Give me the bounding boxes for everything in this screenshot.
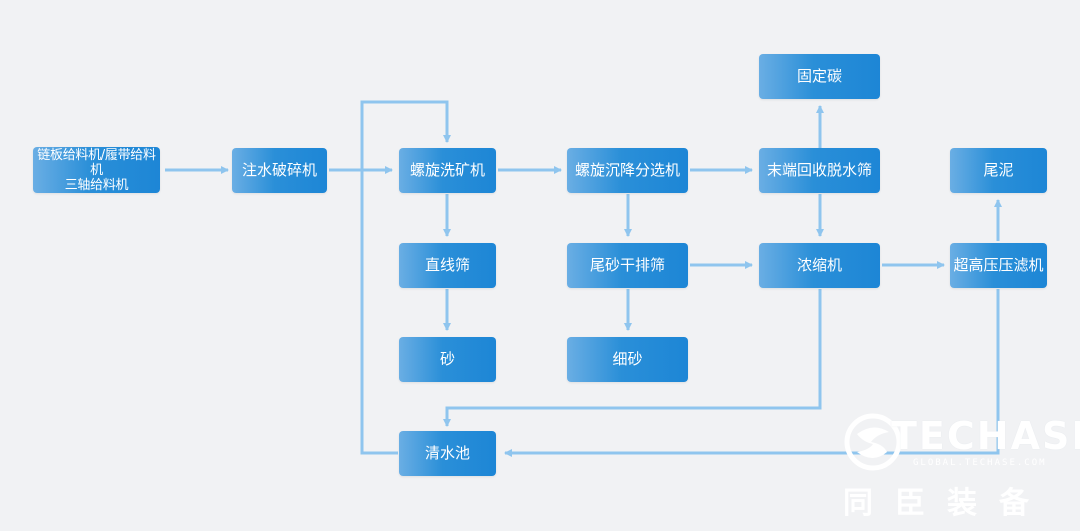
filter-press-box: 超高压压滤机 bbox=[950, 243, 1047, 288]
crusher-box: 注水破碎机 bbox=[232, 148, 327, 193]
fixed-carbon-box: 固定碳 bbox=[759, 54, 880, 99]
feeder-box: 链板给料机/履带给料机 三轴给料机 bbox=[33, 147, 160, 193]
clear-pool-label: 清水池 bbox=[424, 444, 470, 462]
logo-wordmark: TECHASE bbox=[891, 414, 1080, 458]
techase-emblem-icon bbox=[844, 413, 902, 471]
tail-screen-label: 尾砂干排筛 bbox=[589, 256, 665, 274]
thickener-box: 浓缩机 bbox=[759, 243, 880, 288]
spiral-washer-label: 螺旋洗矿机 bbox=[409, 161, 485, 179]
fixed-carbon-label: 固定碳 bbox=[796, 67, 842, 85]
spiral-washer-box: 螺旋洗矿机 bbox=[399, 148, 496, 193]
sand-label: 砂 bbox=[439, 350, 455, 368]
dewater-screen-label: 末端回收脱水筛 bbox=[766, 161, 872, 179]
dewater-screen-box: 末端回收脱水筛 bbox=[759, 148, 880, 193]
fine-sand-label: 细砂 bbox=[612, 350, 643, 368]
tailing-mud-box: 尾泥 bbox=[950, 148, 1047, 193]
spiral-classifier-box: 螺旋沉降分选机 bbox=[567, 148, 688, 193]
arrow-filter-pool bbox=[504, 289, 1000, 457]
techase-logo: TECHASE GLOBAL.TECHASE.COM 同臣装备 bbox=[835, 408, 1080, 528]
fine-sand-box: 细砂 bbox=[567, 337, 688, 382]
arrow-pool-return bbox=[360, 100, 451, 455]
clear-pool-box: 清水池 bbox=[399, 431, 496, 476]
feeder-label: 链板给料机/履带给料机 三轴给料机 bbox=[37, 147, 156, 193]
tail-screen-box: 尾砂干排筛 bbox=[567, 243, 688, 288]
linear-screen-label: 直线筛 bbox=[424, 256, 470, 274]
tailing-mud-label: 尾泥 bbox=[983, 161, 1014, 179]
filter-press-label: 超高压压滤机 bbox=[953, 256, 1044, 274]
sand-box: 砂 bbox=[399, 337, 496, 382]
spiral-classifier-label: 螺旋沉降分选机 bbox=[574, 161, 680, 179]
thickener-label: 浓缩机 bbox=[796, 256, 842, 274]
arrow-thickener-pool bbox=[443, 289, 822, 427]
logo-url: GLOBAL.TECHASE.COM bbox=[913, 458, 1047, 468]
linear-screen-box: 直线筛 bbox=[399, 243, 496, 288]
logo-chinese-name: 同臣装备 bbox=[843, 486, 1051, 521]
crusher-label: 注水破碎机 bbox=[241, 161, 317, 179]
